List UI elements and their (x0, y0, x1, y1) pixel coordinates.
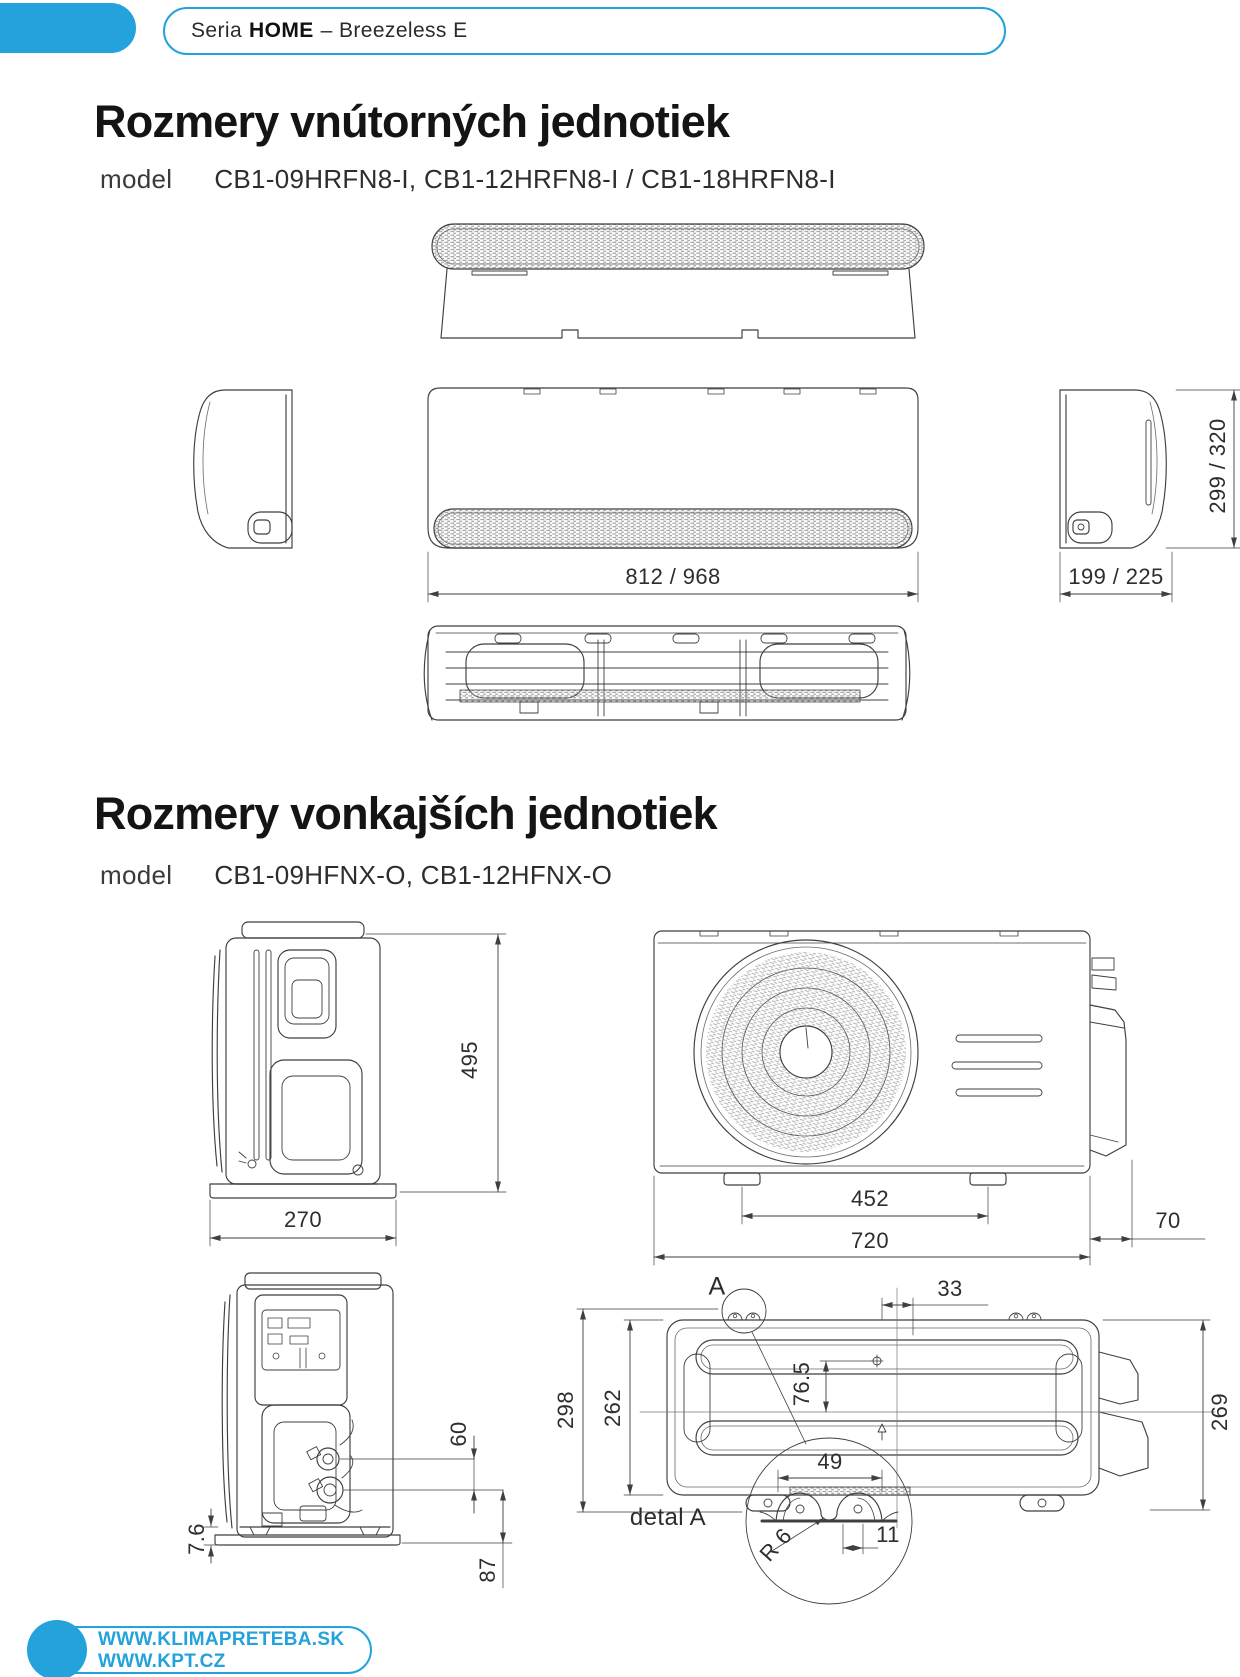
dim-outdoor-height: 495 (457, 1041, 482, 1079)
dim-detail-hole-offset: 11 (876, 1522, 900, 1547)
detail-a-label: detal A (629, 1504, 707, 1531)
indoor-right-side-view-drawing (1059, 389, 1167, 549)
indoor-model-label: model (100, 164, 173, 194)
dim-outdoor-base-depth: 270 (284, 1207, 322, 1232)
outdoor-front-view-drawing (653, 930, 1127, 1186)
indoor-section-title: Rozmery vnútorných jednotiek (94, 96, 730, 147)
dim-detail-width: 49 (817, 1449, 843, 1474)
dim-indoor-width: 812 / 968 (625, 564, 721, 589)
dim-outdoor-bracket: 70 (1155, 1208, 1181, 1233)
dimension-lines (203, 389, 1240, 1589)
outdoor-top-view-drawing (639, 1287, 1216, 1529)
dim-outdoor-valve-spacing: 60 (446, 1421, 471, 1447)
series-prefix: Seria (191, 19, 243, 42)
outdoor-model-row: model CB1-09HFNX-O, CB1-12HFNX-O (100, 860, 612, 891)
detail-a-drawing (745, 1437, 913, 1605)
detail-a-marker: A (708, 1272, 726, 1301)
footer-links: WWW.KLIMAPRETEBA.SK WWW.KPT.CZ (98, 1629, 344, 1673)
outdoor-section-title: Rozmery vonkajších jednotiek (94, 788, 718, 839)
dim-outdoor-top-right-depth: 269 (1207, 1393, 1232, 1431)
series-name: HOME (249, 19, 314, 42)
footer-url-sk[interactable]: WWW.KLIMAPRETEBA.SK (98, 1629, 345, 1650)
indoor-model-row: model CB1-09HRFN8-I, CB1-12HRFN8-I / CB1… (100, 164, 836, 195)
footer-url-cz[interactable]: WWW.KPT.CZ (98, 1651, 226, 1672)
series-suffix: – Breezeless E (320, 19, 468, 42)
outdoor-model-names: CB1-09HFNX-O, CB1-12HFNX-O (214, 860, 613, 890)
indoor-front-view-drawing (427, 387, 919, 549)
outdoor-side-view-drawing (209, 921, 397, 1199)
series-badge: Seria HOME – Breezeless E (163, 7, 1006, 55)
dim-outdoor-valve-to-base: 87 (475, 1557, 500, 1583)
dim-outdoor-top-body-depth: 262 (600, 1389, 625, 1427)
outdoor-valve-side-view-drawing (214, 1272, 401, 1546)
dim-indoor-height: 299 / 320 (1205, 418, 1230, 514)
dim-outdoor-hole-to-center: 76.5 (789, 1361, 814, 1407)
dim-indoor-depth: 199 / 225 (1068, 564, 1164, 589)
outdoor-model-label: model (100, 860, 173, 890)
header-accent-tab (0, 3, 136, 53)
dim-outdoor-feet-spacing: 452 (851, 1186, 889, 1211)
indoor-left-side-view-drawing (193, 389, 293, 549)
dim-outdoor-top-outer-depth: 298 (553, 1391, 578, 1429)
dim-outdoor-foot-height: 7.6 (184, 1523, 209, 1555)
indoor-bottom-view-drawing (423, 625, 911, 721)
dim-outdoor-hole-offset: 33 (937, 1276, 963, 1301)
footer-logo-circle (27, 1620, 87, 1677)
dim-outdoor-width: 720 (851, 1228, 889, 1253)
indoor-model-names: CB1-09HRFN8-I, CB1-12HRFN8-I / CB1-18HRF… (214, 164, 836, 194)
indoor-top-view-drawing (431, 223, 925, 339)
